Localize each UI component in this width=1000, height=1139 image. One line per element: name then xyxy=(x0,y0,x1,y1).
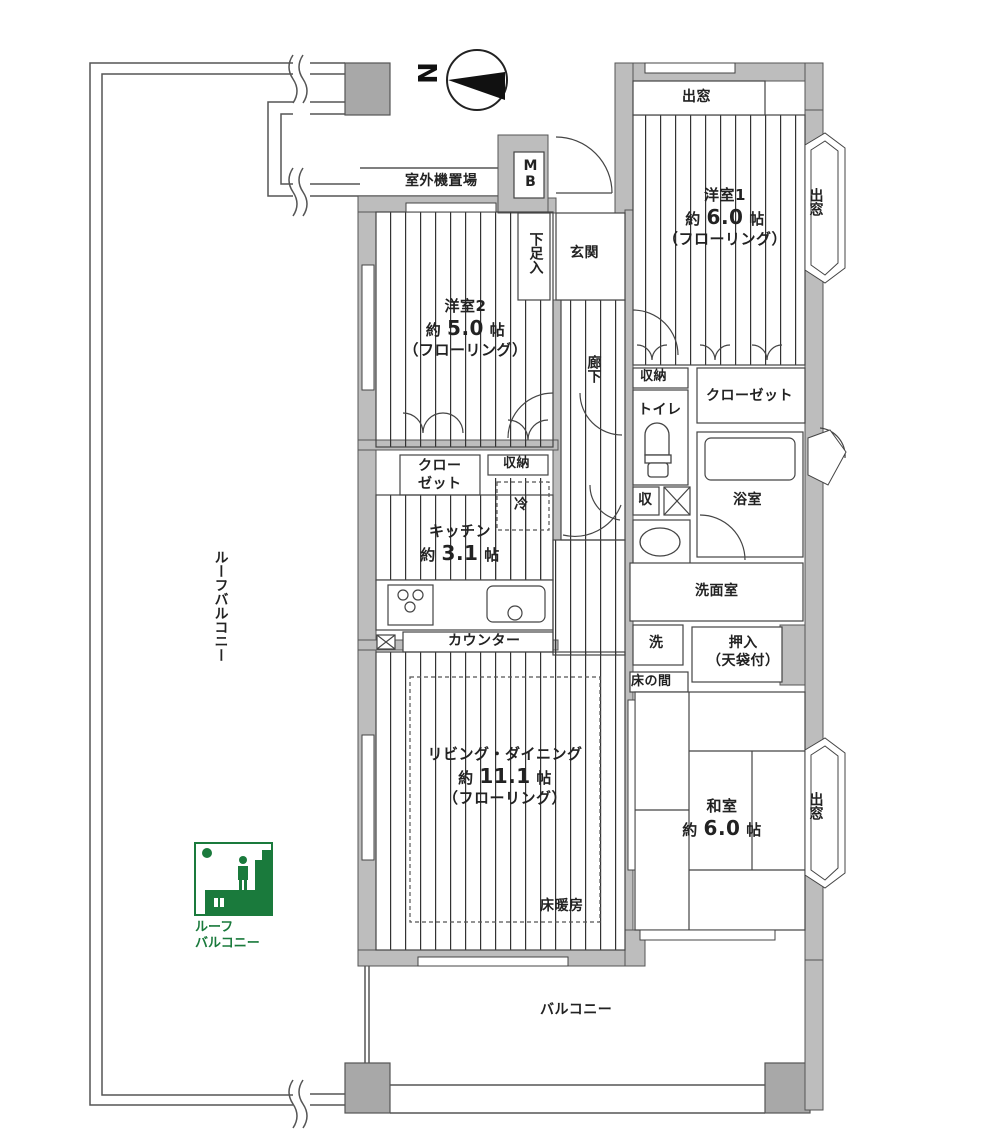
bay-window-top xyxy=(632,80,766,116)
corridor-label: 廊下 xyxy=(585,355,602,383)
room-name: 和室 xyxy=(706,797,738,815)
room-entrance xyxy=(555,212,626,301)
room-floor: （フローリング） xyxy=(403,340,528,359)
wash-basin-icon xyxy=(639,527,681,557)
room-corridor xyxy=(560,299,626,541)
roof-balcony-label: ルーフバルコニー xyxy=(212,550,229,662)
bathtub xyxy=(704,437,796,481)
room-floor: （フローリング） xyxy=(662,229,787,248)
room-western1 xyxy=(632,114,806,366)
floor-heating-label: 床暖房 xyxy=(540,898,584,914)
shoe-box-label: 下足入 xyxy=(527,232,544,274)
vent-x-icon xyxy=(376,634,396,650)
balcony-label: バルコニー xyxy=(540,1002,613,1018)
room-name: 洋室2 xyxy=(444,297,487,315)
doors xyxy=(402,136,846,561)
oshiire-label: 押入 （天袋付） xyxy=(707,635,780,669)
room-name: リビング・ダイニング xyxy=(427,745,583,763)
room-washroom xyxy=(629,562,804,622)
storage-center-label: 収納 xyxy=(503,456,531,471)
washroom-label: 洗面室 xyxy=(695,583,739,599)
bay-window-right1-label: 出窓 xyxy=(807,188,824,216)
room-label-japanese: 和室 約 6.0 帖 xyxy=(672,797,772,841)
room-living-dining xyxy=(375,651,626,951)
balcony-outline xyxy=(364,966,765,1114)
legend-label: ルーフ バルコニー xyxy=(195,920,260,951)
room-japanese xyxy=(634,691,806,931)
meter-box-label: MB xyxy=(522,158,539,190)
closet-left xyxy=(399,454,481,496)
room-label-kitchen: キッチン 約 3.1 帖 xyxy=(405,522,515,566)
closet-right xyxy=(696,367,806,424)
closet-right-label: クローゼット xyxy=(706,388,793,404)
washer xyxy=(632,624,684,666)
small-storage xyxy=(632,486,660,516)
small-storage-label: 収 xyxy=(638,492,653,508)
sink xyxy=(486,585,546,623)
room-area: 約 3.1 帖 xyxy=(420,540,500,565)
room-name: キッチン xyxy=(428,522,491,540)
roof-balcony-outline xyxy=(89,54,360,1129)
room-label-western1: 洋室1 約 6.0 帖 （フローリング） xyxy=(660,186,790,249)
bay-window-top-label: 出窓 xyxy=(682,89,711,105)
room-label-living-dining: リビング・ダイニング 約 11.1 帖 （フローリング） xyxy=(420,745,590,808)
room-name: 洋室1 xyxy=(704,186,746,204)
storage-right-label: 収納 xyxy=(640,369,668,384)
fridge-space xyxy=(496,481,550,531)
fridge-label: 冷 xyxy=(514,497,529,513)
structural-columns xyxy=(344,62,811,1114)
room-area: 約 6.0 帖 xyxy=(685,204,765,229)
tokonoma-label: 床の間 xyxy=(631,674,672,689)
bay-window-right2-label: 出窓 xyxy=(807,792,824,820)
roof-balcony-icon xyxy=(194,842,273,916)
entrance-label: 玄関 xyxy=(570,245,599,261)
windows xyxy=(361,62,847,967)
outdoor-unit-label: 室外機置場 xyxy=(405,173,478,189)
meter-box xyxy=(513,151,545,199)
toilet-icon xyxy=(644,422,672,478)
rooms xyxy=(375,80,806,951)
north-arrow-icon xyxy=(446,49,508,111)
shoe-box xyxy=(517,212,551,301)
compass-label: N xyxy=(413,62,444,84)
room-area: 約 5.0 帖 xyxy=(425,315,506,340)
room-floor: （フローリング） xyxy=(442,788,567,807)
oshiire xyxy=(691,626,783,683)
bathroom-label: 浴室 xyxy=(733,492,762,508)
storage-center xyxy=(487,454,549,476)
counter-label: カウンター xyxy=(448,633,521,649)
toilet-label: トイレ xyxy=(638,402,682,418)
floor-heating-area xyxy=(409,676,601,923)
storage-right xyxy=(632,367,689,389)
washer-label: 洗 xyxy=(649,635,664,651)
closet-left-label: クロー ゼット xyxy=(418,458,462,492)
room-label-western2: 洋室2 約 5.0 帖 （フローリング） xyxy=(393,297,538,360)
duct-x-icon xyxy=(663,486,691,516)
room-area: 約 6.0 帖 xyxy=(682,815,762,840)
room-area: 約 11.1 帖 xyxy=(458,763,552,788)
